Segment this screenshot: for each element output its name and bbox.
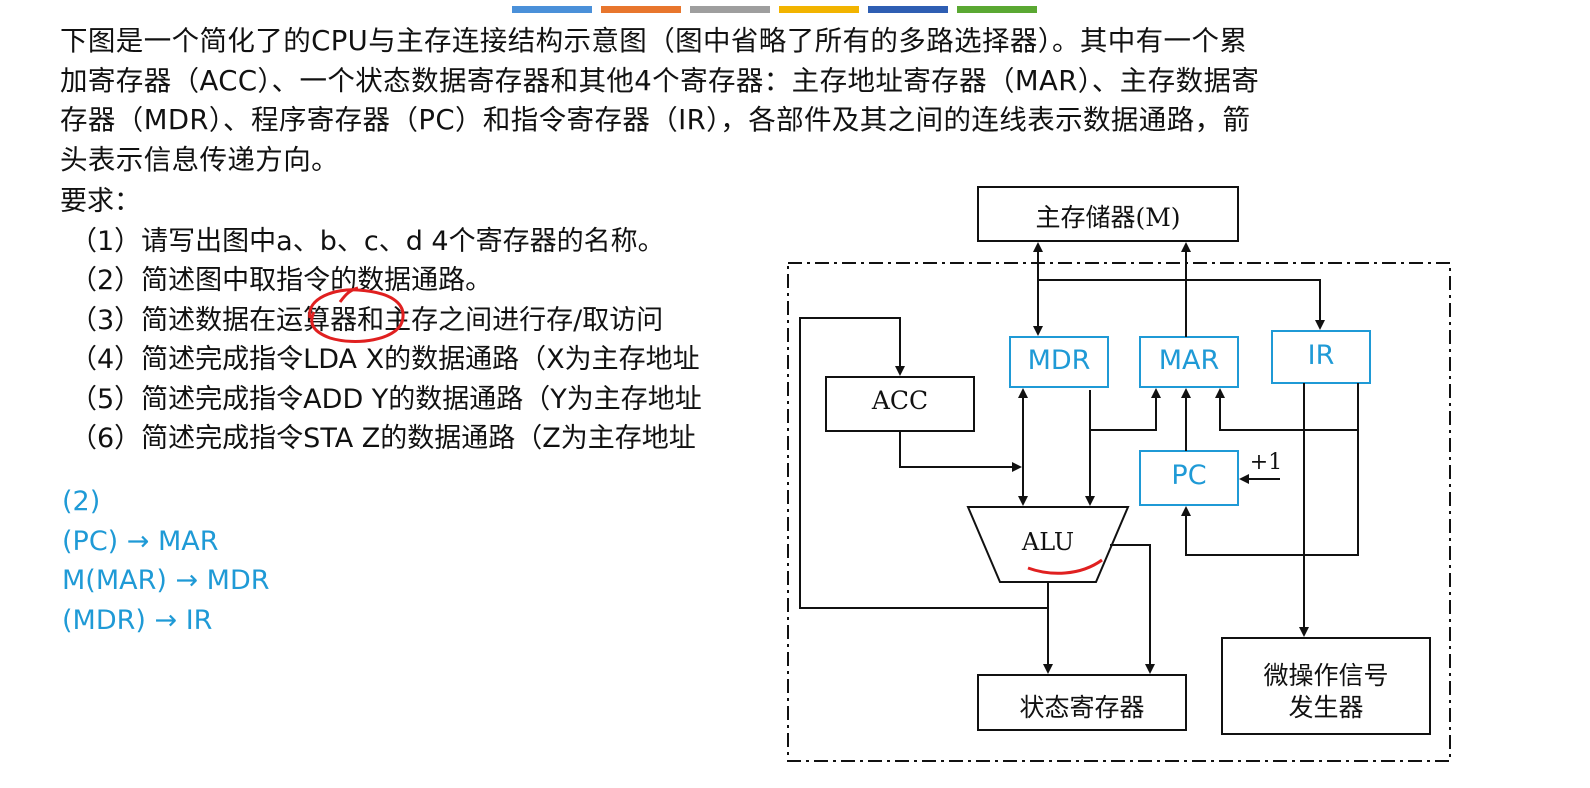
micro-op-label-line1: 微操作信号: [1263, 661, 1389, 690]
slide-color-bar-4: [779, 6, 859, 13]
slide-color-bar-5: [868, 6, 948, 13]
answer-heading: (2): [62, 486, 101, 517]
cpu-boundary: [787, 262, 1451, 762]
micro-op-box: [1221, 637, 1431, 735]
question-line: 加寄存器（ACC）、一个状态数据寄存器和其他4个寄存器：主存地址寄存器（MAR）…: [60, 64, 1260, 97]
slide-color-bar-2: [601, 6, 681, 13]
answer-step: (PC) → MAR: [62, 525, 219, 557]
plus-one-label: +1: [1249, 450, 1283, 475]
mdr-label: MDR: [1027, 345, 1091, 376]
requirement-item: （4）简述完成指令LDA X的数据通路（X为主存地址: [70, 344, 700, 375]
acc-label: ACC: [871, 386, 929, 415]
ir-box: [1271, 330, 1371, 384]
alu-shape: [966, 506, 1130, 583]
answer-block: (2) (PC) → MAR M(MAR) → MDR (MDR) → IR: [62, 482, 270, 640]
alu-label: ALU: [1021, 528, 1075, 556]
status-register-label: 状态寄存器: [1019, 693, 1145, 722]
handwritten-circle-annotation: [308, 286, 405, 343]
requirement-item: （5）简述完成指令ADD Y的数据通路（Y为主存地址: [70, 383, 702, 415]
question-paragraph: 下图是一个简化了的CPU与主存连接结构示意图（图中省略了所有的多路选择器）。其中…: [60, 22, 1460, 180]
diagram-lines: [787, 186, 1451, 762]
requirement-item: （1）请写出图中a、b、c、d 4个寄存器的名称。: [70, 225, 665, 257]
question-line: 头表示信息传递方向。: [60, 143, 339, 176]
mar-box: [1139, 336, 1239, 388]
requirements-list: 要求： （1）请写出图中a、b、c、d 4个寄存器的名称。 （2）简述图中取指令…: [60, 182, 780, 459]
memory-box: [977, 186, 1239, 242]
answer-step: M(MAR) → MDR: [62, 565, 270, 596]
slide-color-bar-1: [512, 6, 592, 13]
question-line: 存器（MDR）、程序寄存器（PC）和指令寄存器（IR），各部件及其之间的连线表示…: [60, 104, 1251, 136]
mdr-box: [1009, 336, 1109, 388]
requirements-heading: 要求：: [60, 186, 141, 217]
micro-op-label-line2: 发生器: [1288, 693, 1364, 722]
cpu-memory-diagram: 主存储器(M) ACC MDR MAR IR PC +1 ALU 状态寄存器 微…: [780, 180, 1456, 768]
answer-step: (MDR) → IR: [62, 604, 213, 636]
mar-label: MAR: [1158, 345, 1220, 376]
alu-underline-annotation: [1027, 558, 1103, 575]
requirement-item: （3）简述数据在运算器和主存之间进行存/取访问: [70, 304, 664, 336]
requirement-item: （6）简述完成指令STA Z的数据通路（Z为主存地址: [70, 423, 696, 454]
pc-box: [1139, 450, 1239, 506]
pc-label: PC: [1171, 460, 1207, 491]
slide-color-bar-3: [690, 6, 770, 13]
status-register-box: [977, 674, 1187, 731]
question-line: 下图是一个简化了的CPU与主存连接结构示意图（图中省略了所有的多路选择器）。其中…: [60, 25, 1248, 57]
requirement-item: （2）简述图中取指令的数据通路。: [70, 265, 493, 296]
slide-color-bar-6: [957, 6, 1037, 13]
ir-label: IR: [1307, 340, 1335, 371]
memory-label: 主存储器(M): [1035, 203, 1181, 232]
